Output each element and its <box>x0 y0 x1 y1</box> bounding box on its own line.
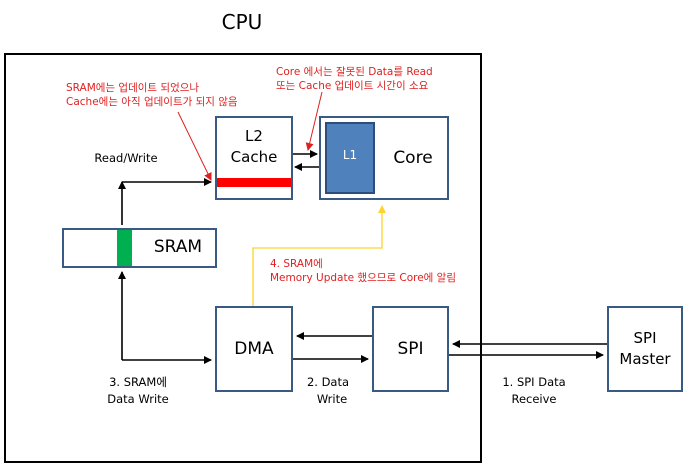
dma-block: DMA <box>215 306 293 392</box>
note-step4-line-1: 4. SRAM에 <box>270 258 323 270</box>
cache-core-link <box>293 150 319 171</box>
annotation-arrows <box>177 91 323 181</box>
step3-line-2: Data Write <box>107 392 169 406</box>
sram-label: SRAM <box>153 237 203 257</box>
sram-dma-link <box>118 271 212 364</box>
l2-label: L2 <box>245 127 263 145</box>
step1-line-1: 1. SPI Data <box>502 375 566 389</box>
note-step4-line-2: Memory Update 했으므로 Core에 알림 <box>270 272 457 284</box>
cache-label: Cache <box>230 148 278 166</box>
step3-line-1: 3. SRAM에 <box>109 375 167 389</box>
note-sram-updated-line-1: SRAM에는 업데이트 되었으나 <box>66 82 200 94</box>
l1-cache-block: L1 <box>325 122 375 194</box>
spi-master-block: SPI Master <box>607 306 683 392</box>
cpu-frame <box>4 53 482 463</box>
spi-master-label-2: Master <box>619 350 671 368</box>
cpu-title: CPU <box>221 10 263 34</box>
note-core-reads-line-1: Core 에서는 잘못된 Data를 Read <box>276 66 433 78</box>
spi-label: SPI <box>397 339 424 359</box>
read-write-label: Read/Write <box>94 151 158 165</box>
l1-label: L1 <box>342 148 358 162</box>
dma-spi-link <box>293 332 372 363</box>
step2-line-1: 2. Data <box>306 375 350 389</box>
notify-core-line <box>252 205 386 306</box>
sram-block: SRAM <box>62 228 217 268</box>
cache-stale-bar <box>217 178 291 187</box>
note-sram-updated-line-2: Cache에는 아직 업데이트가 되지 않음 <box>66 96 238 108</box>
spi-master-label-1: SPI <box>633 329 657 347</box>
step1-line-2: Receive <box>511 392 557 406</box>
step2-line-2: Write <box>316 392 348 406</box>
spi-block: SPI <box>372 306 449 392</box>
spi-master-link <box>449 340 607 359</box>
core-label: Core <box>393 148 433 168</box>
sram-write-marker <box>117 230 132 266</box>
note-core-reads-line-2: 또는 Cache 업데이트 시간이 소요 <box>276 80 429 92</box>
core-block: L1 Core <box>319 116 449 200</box>
dma-label: DMA <box>234 339 274 359</box>
sram-cache-link <box>118 178 212 225</box>
